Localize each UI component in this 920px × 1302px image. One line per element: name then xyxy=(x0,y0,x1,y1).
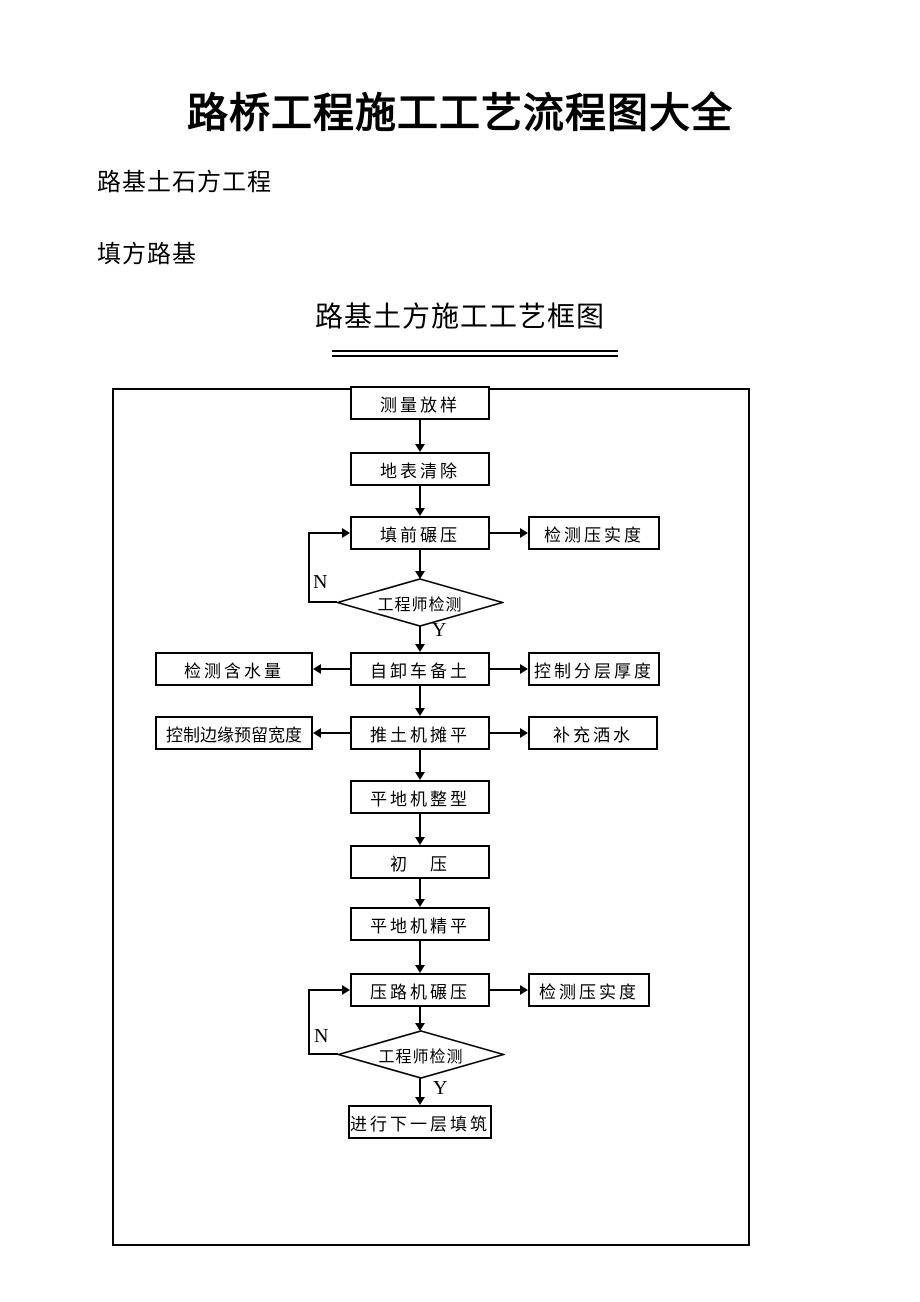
decision-engineer-check-2-label: 工程师检测 xyxy=(378,1048,464,1066)
section-heading-fill-subgrade: 填方路基 xyxy=(97,242,197,268)
flow-node-supplementary-watering: 补充洒水 xyxy=(528,716,658,750)
arrow-dumptruck-to-bulldozer xyxy=(415,686,425,716)
flowchart-title: 路基土方施工工艺框图 xyxy=(314,302,605,333)
loop2-bottom-line xyxy=(309,1053,338,1055)
branch-label-yes-1: Y xyxy=(432,619,447,641)
branch-label-no-2: N xyxy=(314,1025,329,1047)
flow-node-roller-compaction: 压路机碾压 xyxy=(350,973,490,1007)
flow-node-grader-fine-leveling: 平地机精平 xyxy=(350,907,490,941)
loop2-arrow-into-roller xyxy=(308,985,350,995)
loop2-vertical-line xyxy=(308,989,310,1055)
decision-engineer-check-1-label: 工程师检测 xyxy=(377,596,463,614)
branch-label-yes-2: Y xyxy=(433,1077,448,1099)
arrow-bulldozer-to-shaping xyxy=(415,750,425,780)
section-heading-earthworks: 路基土石方工程 xyxy=(97,170,272,196)
arrow-check2-to-nextlayer xyxy=(415,1078,425,1105)
arrow-prefill-to-compaction-test-1 xyxy=(490,528,528,538)
flow-node-edge-width-control: 控制边缘预留宽度 xyxy=(155,716,313,750)
arrow-dumptruck-to-moisture-test xyxy=(313,664,350,674)
flow-node-layer-thickness-control: 控制分层厚度 xyxy=(528,652,660,686)
document-title: 路桥工程施工工艺流程图大全 xyxy=(187,90,733,136)
arrow-fine-to-roller xyxy=(415,941,425,973)
flow-node-compaction-test-2: 检测压实度 xyxy=(528,973,650,1007)
loop1-arrow-into-prefill xyxy=(308,528,350,538)
flow-node-dump-truck-soil: 自卸车备土 xyxy=(350,652,490,686)
arrow-bulldozer-to-edge-width xyxy=(313,728,350,738)
arrow-roller-to-check2 xyxy=(415,1007,425,1031)
arrow-bulldozer-to-watering xyxy=(490,728,528,738)
flow-node-grader-shaping: 平地机整型 xyxy=(350,780,490,814)
arrow-clearing-to-prefill xyxy=(415,486,425,516)
arrow-survey-to-clearing xyxy=(415,420,425,452)
flow-node-bulldozer-spreading: 推土机摊平 xyxy=(350,716,490,750)
branch-label-no-1: N xyxy=(313,571,328,593)
loop1-bottom-line xyxy=(309,601,337,603)
arrow-shaping-to-initial xyxy=(415,814,425,845)
flow-node-prefill-rolling: 填前碾压 xyxy=(350,516,490,550)
arrow-roller-to-compaction-test-2 xyxy=(490,985,528,995)
loop1-vertical-line xyxy=(308,532,310,603)
flow-node-surface-clearing: 地表清除 xyxy=(350,452,490,486)
flow-node-survey-layout: 测量放样 xyxy=(350,386,490,420)
flow-node-next-layer-filling: 进行下一层填筑 xyxy=(348,1105,492,1139)
arrow-dumptruck-to-layer-thickness xyxy=(490,664,528,674)
arrow-check1-to-dumptruck xyxy=(415,626,425,652)
flowchart-title-underline xyxy=(332,350,618,357)
arrow-prefill-to-check1 xyxy=(415,550,425,579)
flow-node-initial-rolling: 初 压 xyxy=(350,845,490,879)
flow-node-moisture-test: 检测含水量 xyxy=(155,652,313,686)
flow-node-compaction-test-1: 检测压实度 xyxy=(528,516,660,550)
decision-engineer-check-2 xyxy=(337,1030,505,1079)
arrow-initial-to-fine xyxy=(415,879,425,907)
